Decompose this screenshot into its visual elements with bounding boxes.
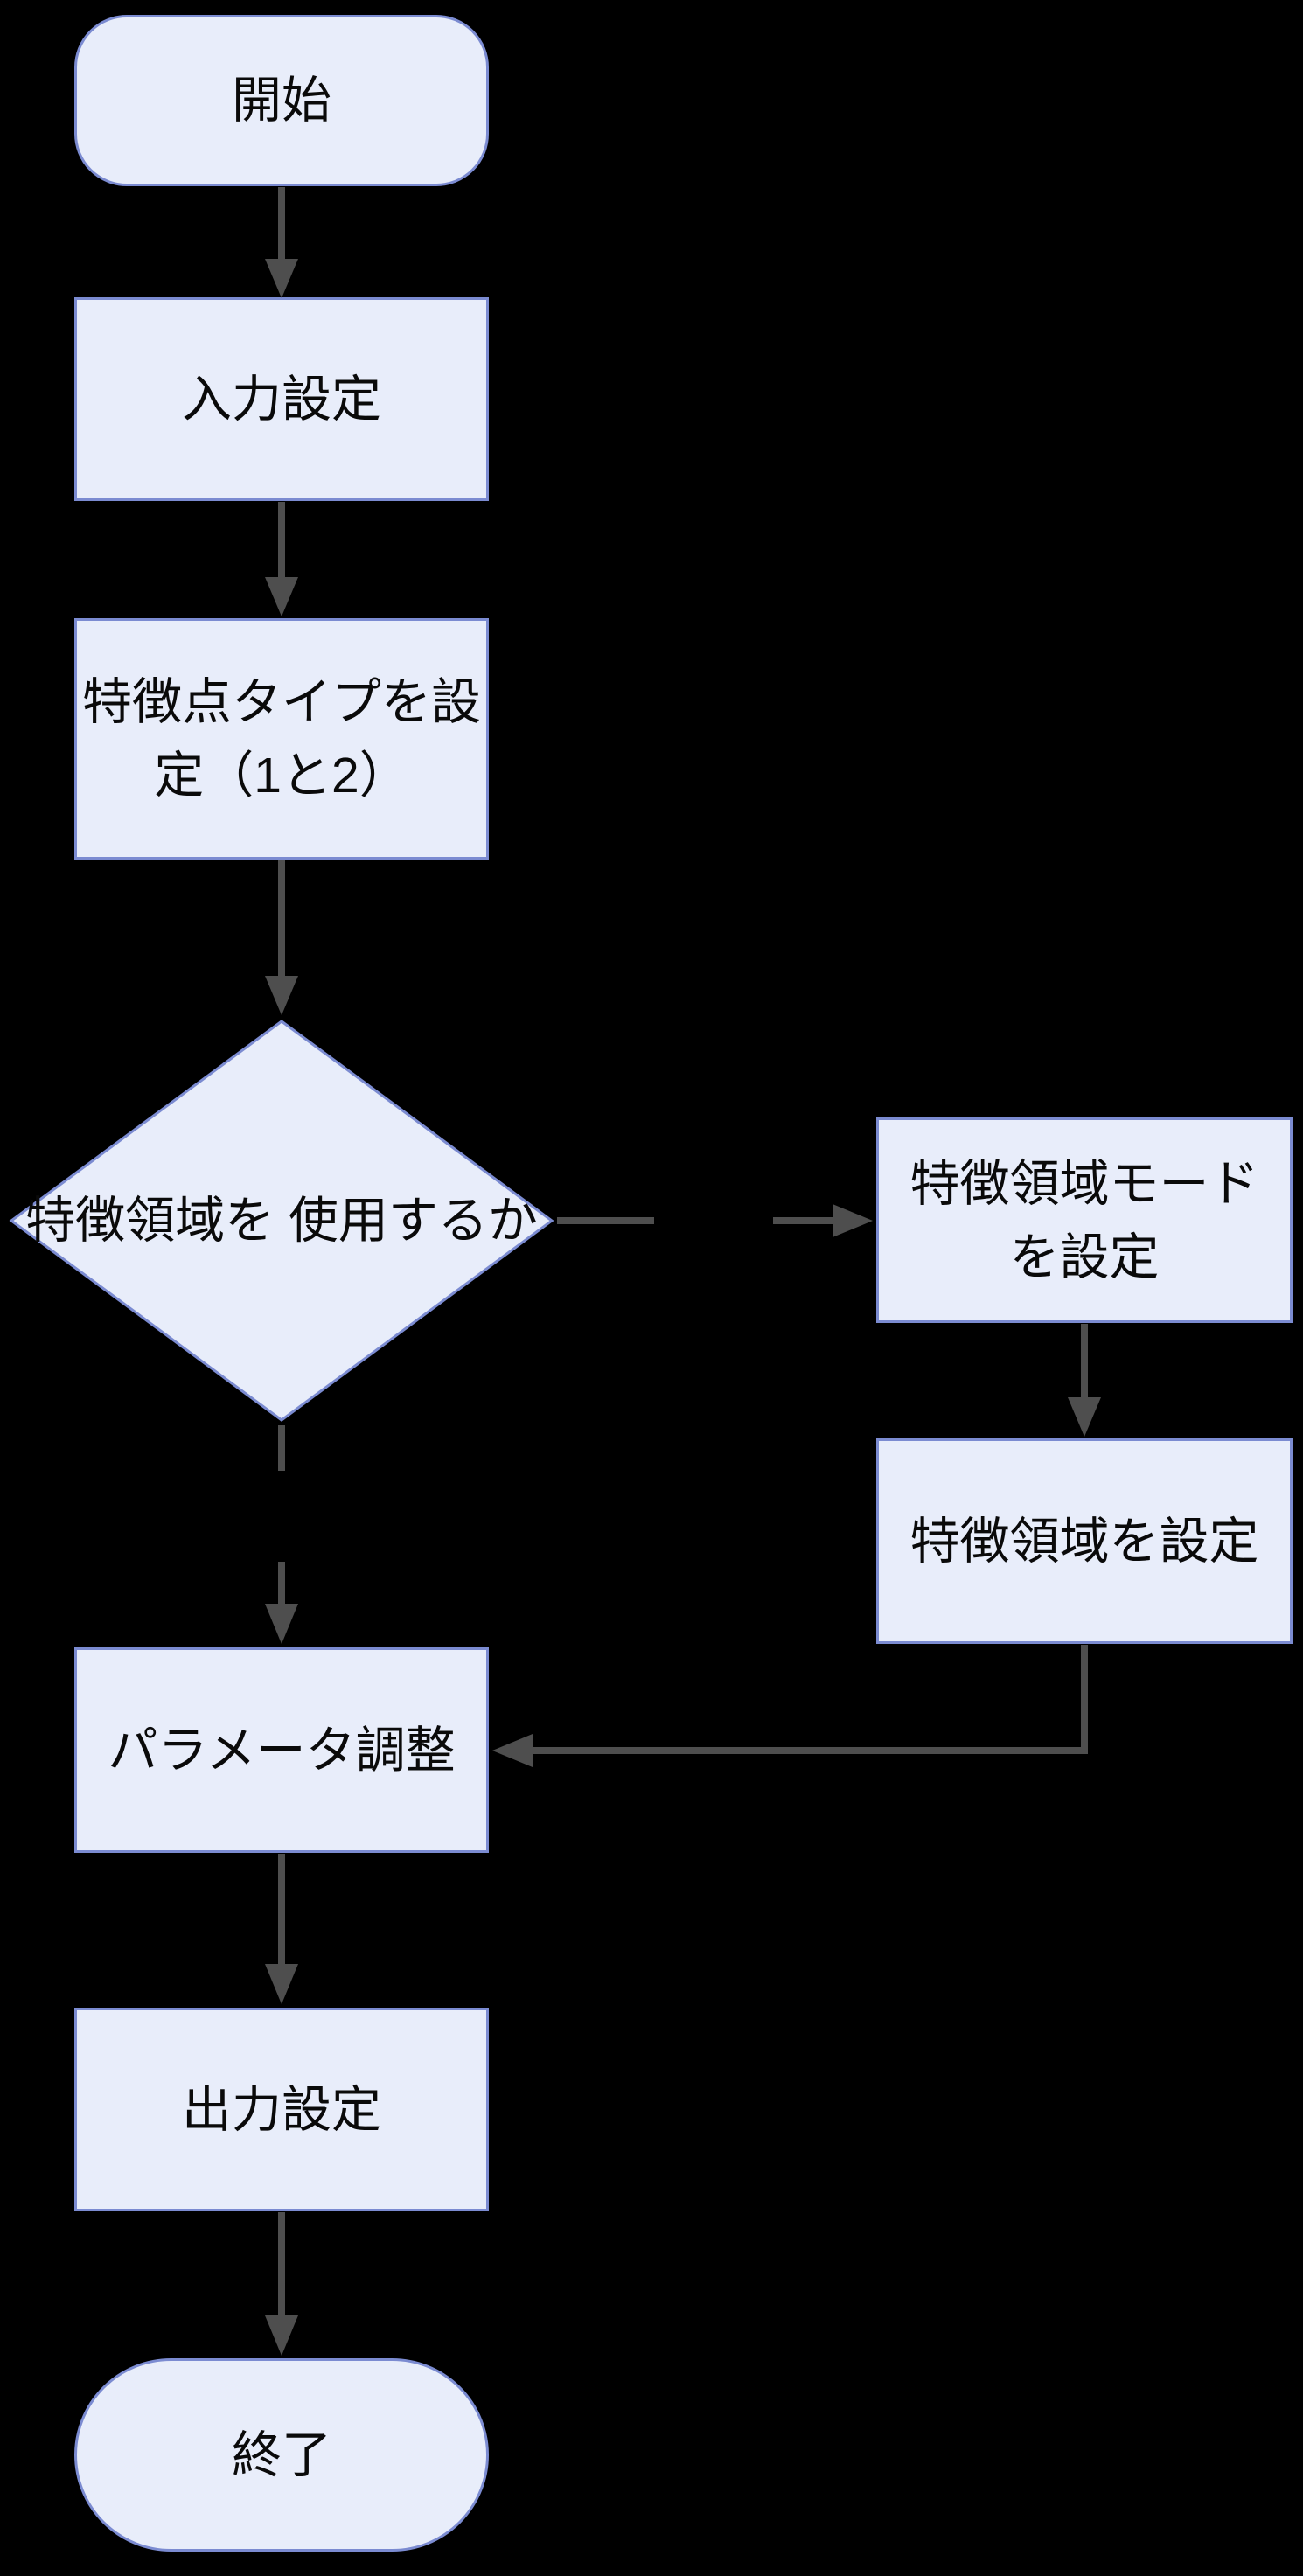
node-end-label: 終了 [232,2426,331,2483]
node-feature-point-type-line2: 定（1と2） [154,748,409,804]
node-decision-line2: 使用するか [288,1193,538,1249]
node-feature-point-type: 特徴点タイプを設 定（1と2） [74,618,489,860]
node-feature-region-mode-line1: 特徴領域モード [909,1155,1259,1212]
node-start-label: 開始 [232,73,331,129]
edge-output-to-end [265,2212,298,2356]
node-decision-use-feature-region: 特徴領域を 使用するか [9,1019,554,1423]
node-feature-region-set: 特徴領域を設定 [876,1438,1293,1644]
edge-input-to-feature-type [265,502,298,616]
decision-diamond-shape [9,1020,554,1422]
edge-start-to-input [265,187,298,298]
node-feature-region-mode: 特徴領域モード を設定 [876,1117,1293,1323]
node-parameter-adjust-label: パラメータ調整 [108,1722,456,1779]
node-input-settings: 入力設定 [74,297,489,501]
edge-parameter-to-output [265,1854,298,2004]
node-start: 開始 [74,15,489,186]
node-output-settings: 出力設定 [74,2008,489,2211]
edge-feature-type-to-decision [265,860,298,1015]
node-feature-point-type-line1: 特徴点タイプを設 [82,674,481,730]
node-decision-label: 特徴領域を 使用するか [25,1184,538,1257]
node-feature-region-set-label: 特徴領域を設定 [909,1513,1259,1570]
edge-region-mode-to-region-set [1068,1324,1101,1437]
node-input-settings-label: 入力設定 [182,371,381,428]
edge-decision-to-region-mode [557,1204,873,1237]
node-end: 終了 [74,2358,489,2552]
node-feature-region-mode-line2: を設定 [1009,1229,1160,1285]
node-parameter-adjust: パラメータ調整 [74,1647,489,1853]
node-output-settings-label: 出力設定 [182,2081,381,2138]
edge-decision-to-parameter [265,1425,298,1644]
node-decision-line1: 特徴領域を [25,1193,275,1249]
edge-region-set-to-parameter [492,1645,1088,1767]
